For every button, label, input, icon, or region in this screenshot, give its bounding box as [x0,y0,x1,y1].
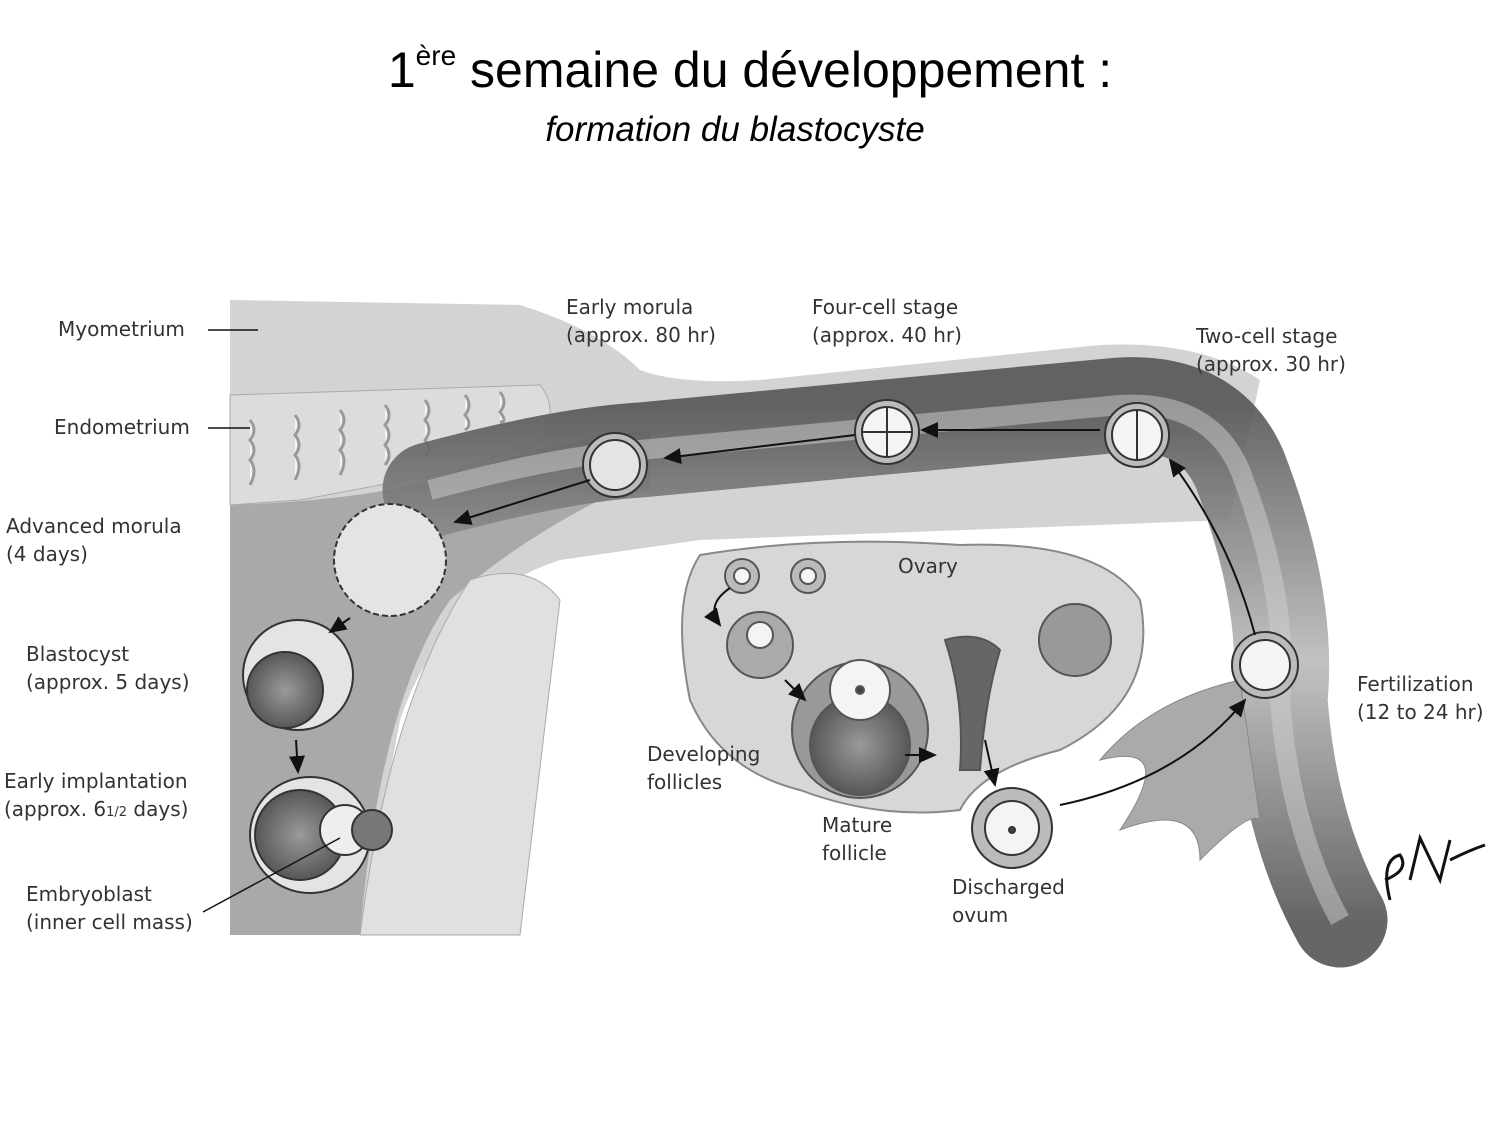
label-early-implantation: Early implantation(approx. 61/2 days) [4,769,189,821]
netter-signature [1384,833,1486,901]
label-fertilization: Fertilization(12 to 24 hr) [1357,672,1484,724]
follicles [724,558,1112,799]
slide-title: 1ère semaine du développement : [0,40,1500,99]
label-four-cell: Four-cell stage(approx. 40 hr) [812,295,962,347]
label-advanced-morula: Advanced morula(4 days) [6,514,182,566]
slide-subtitle: formation du blastocyste [545,110,925,149]
title-text: semaine du développement : [456,42,1113,98]
label-two-cell: Two-cell stage(approx. 30 hr) [1196,324,1346,376]
embryo-stages [242,399,1299,894]
leader-lines [202,329,341,913]
label-myometrium: Myometrium [58,317,185,341]
arrows [289,422,1256,806]
label-ovary: Ovary [898,554,958,578]
label-embryoblast: Embryoblast(inner cell mass) [26,882,193,934]
title-number: 1 [387,42,416,98]
label-blastocyst: Blastocyst(approx. 5 days) [26,642,190,694]
label-endometrium: Endometrium [54,415,190,439]
advanced-morula [333,503,447,617]
label-early-morula: Early morula(approx. 80 hr) [566,295,716,347]
title-superscript: ère [415,40,457,71]
endometrium-wall [359,572,561,936]
endometrial-glands [248,391,506,486]
fimbriae [1098,679,1261,862]
